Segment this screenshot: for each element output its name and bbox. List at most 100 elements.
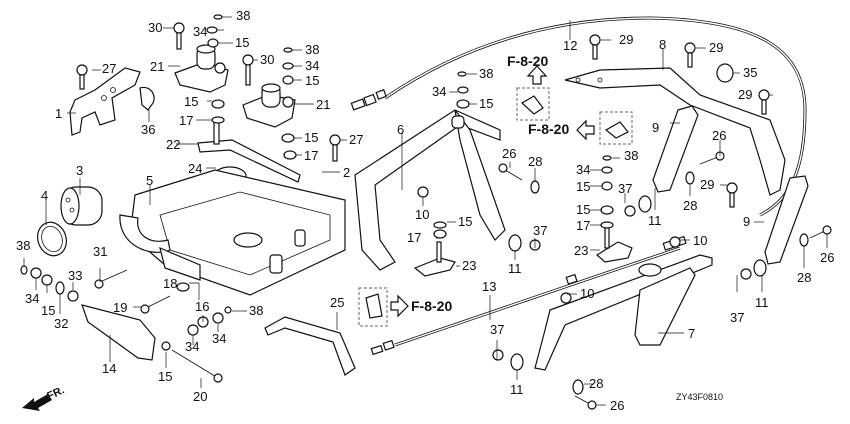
callout: 37 [490, 322, 504, 337]
cable-12 [350, 16, 807, 217]
callout: 26 [502, 146, 516, 161]
callout: 29 [700, 177, 714, 192]
callout: 5 [146, 173, 153, 188]
callout: 17 [576, 218, 590, 233]
lever-23-right [595, 227, 633, 263]
callout: 20 [193, 389, 207, 404]
callout: 29 [738, 87, 752, 102]
reference-label[interactable]: F-8-20 [411, 298, 452, 314]
callout: 8 [659, 37, 666, 52]
callout: 29 [619, 32, 633, 47]
reference-box [516, 87, 550, 121]
callout: 34 [193, 24, 207, 39]
callout: 15 [158, 369, 172, 384]
callout: 15 [576, 202, 590, 217]
callout: 15 [304, 130, 318, 145]
callout: 10 [580, 286, 594, 301]
leader-lines [23, 16, 828, 406]
callout: 23 [462, 258, 476, 273]
housing [119, 169, 346, 296]
callout: 36 [141, 122, 155, 137]
callout: 21 [150, 59, 164, 74]
callout: 34 [212, 331, 226, 346]
reference-label[interactable]: F-8-20 [507, 53, 548, 69]
reference-f-8-20-top[interactable]: F-8-20 [507, 53, 550, 121]
reference-box [599, 111, 633, 145]
callout: 15 [235, 35, 249, 50]
callout: 18 [163, 276, 177, 291]
reference-label[interactable]: F-8-20 [528, 121, 569, 137]
callout: 25 [330, 295, 344, 310]
callout: 6 [397, 122, 404, 137]
front-label: FR. [45, 384, 66, 402]
callout: 26 [820, 250, 834, 265]
callout: 29 [709, 40, 723, 55]
callout-labels: 30 38 34 15 21 27 1 36 15 17 22 24 30 38… [16, 8, 834, 413]
callout: 23 [574, 243, 588, 258]
callout: 34 [25, 291, 39, 306]
callout: 17 [407, 230, 421, 245]
callout: 28 [797, 270, 811, 285]
callout: 21 [316, 97, 330, 112]
callout: 15 [305, 73, 319, 88]
reference-f-8-20-bottom[interactable]: F-8-20 [358, 287, 452, 327]
frame-7 [534, 254, 713, 371]
callout: 11 [755, 295, 769, 310]
callout: 9 [652, 120, 659, 135]
callout: 35 [743, 65, 757, 80]
callout: 1 [55, 106, 62, 121]
callout: 37 [730, 310, 744, 325]
callout: 38 [624, 148, 638, 163]
callout: 2 [343, 165, 350, 180]
callout: 34 [305, 58, 319, 73]
diagram-code: ZY43F0810 [676, 392, 723, 402]
callout: 12 [563, 38, 577, 53]
callout: 38 [479, 66, 493, 81]
arrow-front-icon [22, 394, 52, 411]
callout: 11 [508, 261, 522, 276]
callout: 15 [458, 214, 472, 229]
callout: 28 [683, 198, 697, 213]
callout: 34 [576, 162, 590, 177]
callout: 17 [179, 113, 193, 128]
callout: 13 [482, 279, 496, 294]
callout: 32 [54, 316, 68, 331]
front-direction-indicator: FR. [22, 384, 66, 411]
callout: 7 [688, 326, 695, 341]
callout: 3 [76, 163, 83, 178]
cable-13 [370, 235, 687, 356]
callout: 24 [188, 161, 202, 176]
callout: 38 [236, 8, 250, 23]
callout: 15 [41, 303, 55, 318]
callout: 19 [113, 300, 127, 315]
callout: 15 [479, 96, 493, 111]
handle-bar-25 [264, 316, 356, 376]
clamp-4 [37, 221, 67, 257]
bracket-1 [69, 67, 141, 136]
callout: 11 [648, 213, 662, 228]
plate-21-right [242, 83, 296, 128]
callout: 16 [195, 299, 209, 314]
handle-grip-14 [81, 304, 156, 361]
arrow-right-icon [390, 294, 409, 318]
frame-8 [564, 67, 786, 196]
callout: 37 [533, 223, 547, 238]
frame-6 [354, 109, 506, 271]
arrow-up-icon [526, 65, 548, 85]
grommet-3 [60, 186, 103, 226]
reference-box [358, 287, 388, 327]
callout: 15 [576, 179, 590, 194]
callout: 22 [166, 137, 180, 152]
callout: 34 [185, 339, 199, 354]
small-fasteners [20, 14, 832, 410]
callout: 33 [68, 268, 82, 283]
arm-9-upper [652, 105, 699, 193]
callout: 27 [102, 61, 116, 76]
callout: 38 [249, 303, 263, 318]
reference-f-8-20-mid[interactable]: F-8-20 [528, 111, 633, 145]
bolt-19 [140, 295, 171, 314]
callout: 38 [305, 42, 319, 57]
callout: 26 [610, 398, 624, 413]
callout: 28 [589, 376, 603, 391]
